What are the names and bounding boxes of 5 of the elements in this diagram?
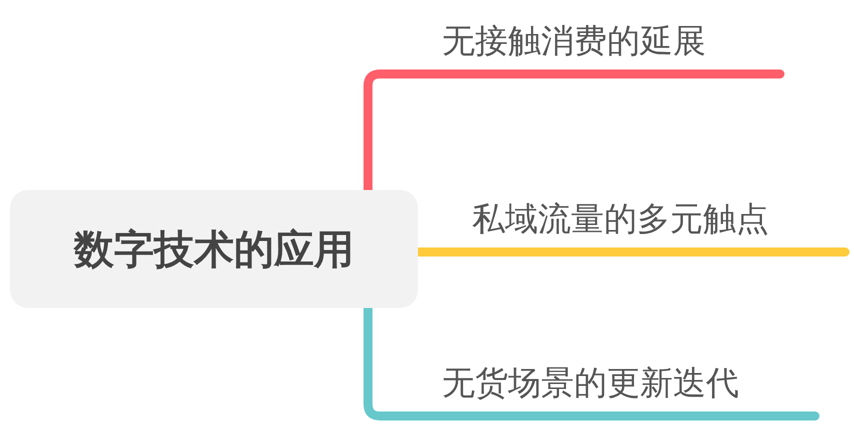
root-topic-text: 数字技术的应用 xyxy=(74,226,354,274)
branch-topic: 无接触消费的延展 xyxy=(432,18,780,68)
branch-topic: 私域流量的多元触点 xyxy=(462,196,845,246)
root-topic-box xyxy=(10,190,418,308)
branch-topic: 无货场景的更新迭代 xyxy=(432,360,815,410)
